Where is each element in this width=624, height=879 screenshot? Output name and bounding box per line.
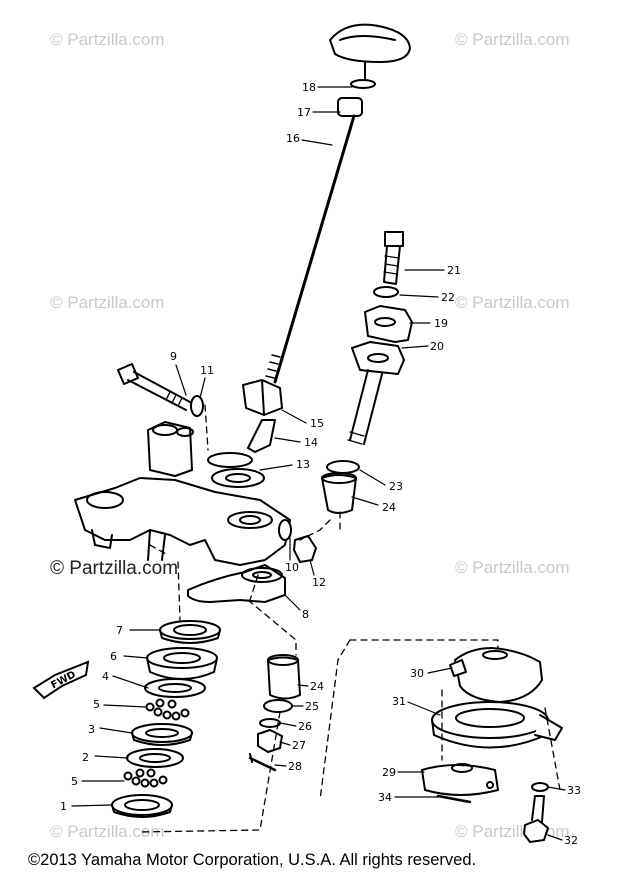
lock-base bbox=[421, 763, 499, 796]
callout-2: 2 bbox=[82, 751, 89, 764]
callout-34: 34 bbox=[378, 791, 392, 804]
rubber-damper-lower bbox=[267, 654, 301, 700]
callout-9: 9 bbox=[170, 350, 177, 363]
callout-13: 13 bbox=[296, 458, 310, 471]
callout-28: 28 bbox=[288, 760, 302, 773]
rubber-washer bbox=[326, 460, 360, 474]
callout-11: 11 bbox=[200, 364, 214, 377]
callout-24-upper: 24 bbox=[382, 501, 396, 514]
callout-30: 30 bbox=[410, 667, 424, 680]
rubber-damper-upper bbox=[321, 472, 357, 514]
cover bbox=[146, 647, 218, 680]
bearing-race-middle bbox=[131, 723, 193, 746]
callout-26: 26 bbox=[298, 720, 312, 733]
callout-17: 17 bbox=[297, 106, 311, 119]
watermark: © Partzilla.com bbox=[50, 558, 179, 579]
dust-seal bbox=[111, 794, 173, 818]
callout-27: 27 bbox=[292, 739, 306, 752]
watermark: © Partzilla.com bbox=[455, 293, 570, 312]
watermark: © Partzilla.com bbox=[50, 30, 165, 49]
callout-5-lower: 5 bbox=[71, 775, 78, 788]
callout-5: 5 bbox=[93, 698, 100, 711]
callouts: 1 2 3 4 5 5 6 7 8 9 10 11 12 13 14 15 16… bbox=[60, 81, 581, 847]
watermark: © Partzilla.com bbox=[50, 293, 165, 312]
forward-arrow: FWD bbox=[32, 660, 90, 700]
callout-31: 31 bbox=[392, 695, 406, 708]
callout-15: 15 bbox=[310, 417, 324, 430]
damper-plate bbox=[207, 419, 276, 468]
lower-pin bbox=[248, 753, 277, 772]
callout-33: 33 bbox=[567, 784, 581, 797]
leader-lines bbox=[71, 86, 566, 841]
callout-22: 22 bbox=[441, 291, 455, 304]
pinch-bolt-washer bbox=[190, 395, 204, 417]
damper-rod-collar bbox=[337, 97, 363, 117]
copyright-notice: ©2013 Yamaha Motor Corporation, U.S.A. A… bbox=[28, 851, 477, 869]
callout-3: 3 bbox=[88, 723, 95, 736]
callout-23: 23 bbox=[389, 480, 403, 493]
lock-bolt bbox=[523, 795, 549, 843]
crown-washer bbox=[278, 519, 292, 541]
steering-lock-cap bbox=[449, 647, 543, 703]
callout-21: 21 bbox=[447, 264, 461, 277]
callout-18: 18 bbox=[302, 81, 316, 94]
assembly-lines bbox=[137, 404, 561, 833]
callout-10: 10 bbox=[285, 561, 299, 574]
crown-nut bbox=[293, 535, 317, 563]
callout-7: 7 bbox=[116, 624, 123, 637]
callout-24-lower: 24 bbox=[310, 680, 324, 693]
ring-nut bbox=[159, 620, 221, 644]
bolt-washer bbox=[373, 286, 399, 298]
lower-nut bbox=[257, 729, 283, 753]
callout-16: 16 bbox=[286, 132, 300, 145]
steering-lock-body bbox=[431, 701, 563, 749]
callout-20: 20 bbox=[430, 340, 444, 353]
lower-washer bbox=[263, 699, 293, 713]
watermark: © Partzilla.com bbox=[455, 30, 570, 49]
watermark: © Partzilla.com bbox=[455, 558, 570, 577]
callout-4: 4 bbox=[102, 670, 109, 683]
bearing-race-lower bbox=[126, 748, 184, 768]
callout-29: 29 bbox=[382, 766, 396, 779]
watermark: © Partzilla.com bbox=[50, 822, 165, 841]
damper-rod bbox=[265, 114, 356, 384]
callout-32: 32 bbox=[564, 834, 578, 847]
steering-damper-knob bbox=[329, 23, 411, 89]
callout-8: 8 bbox=[302, 608, 309, 621]
lower-plate bbox=[259, 718, 281, 728]
callout-14: 14 bbox=[304, 436, 318, 449]
lock-pin bbox=[436, 794, 472, 804]
handlebar-holder-lower bbox=[347, 341, 405, 445]
callout-6: 6 bbox=[110, 650, 117, 663]
upper-bracket bbox=[74, 421, 291, 566]
pinch-bolt bbox=[117, 363, 191, 411]
friction-disc bbox=[211, 468, 265, 488]
callout-25: 25 bbox=[305, 700, 319, 713]
handlebar-holder-upper bbox=[364, 305, 413, 343]
balls-upper bbox=[145, 698, 190, 721]
lock-washer bbox=[531, 782, 549, 792]
callout-19: 19 bbox=[434, 317, 448, 330]
damper-lever bbox=[187, 564, 286, 603]
balls-lower bbox=[123, 768, 168, 788]
damper-nut bbox=[242, 379, 283, 416]
callout-1: 1 bbox=[60, 800, 67, 813]
callout-12: 12 bbox=[312, 576, 326, 589]
handlebar-bolt bbox=[383, 231, 404, 285]
bearing-race-upper bbox=[144, 678, 206, 698]
